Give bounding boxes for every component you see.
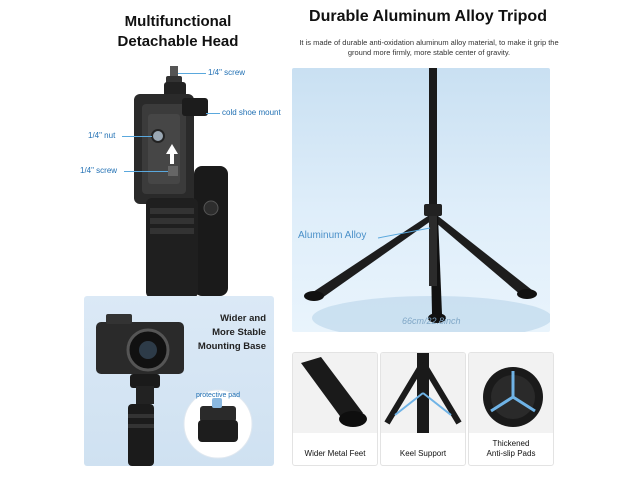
callout-line [178,73,206,74]
detachable-head-illustration [134,66,228,298]
remote-shutter [194,166,228,296]
arrow-up-icon [166,144,178,164]
span-measurement-label: 66cm/22.8inch [402,316,461,326]
callout-cold-shoe: cold shoe mount [222,108,281,117]
tripod-leg [428,216,532,296]
keel-support-image [381,353,465,433]
left-headline-line2: Detachable Head [117,33,239,50]
feature-caption: Wider Metal Feet [293,449,377,459]
metal-feet-image [293,353,377,433]
base-title-line3: Mounting Base [197,341,266,352]
tripod-panel: Aluminum Alloy 66cm/22.8inch [292,68,550,332]
cold-shoe-shape [182,98,208,116]
protective-pad-label: protective pad [196,392,240,399]
feature-caption: Thickened Anti-slip Pads [469,439,553,459]
feature-caption-line1: Keel Support [399,449,447,458]
feature-caption-line1: Wider Metal Feet [304,449,366,458]
mounting-base-panel: Wider and More Stable Mounting Base prot… [84,296,274,466]
anti-slip-pads-image [469,353,553,433]
left-headline-line1: Multifunctional [124,13,232,30]
tripod-illustration [304,68,550,332]
feature-caption-line2: Anti-slip Pads [486,449,536,458]
camera-on-base-illustration [96,314,253,466]
nut-shape [151,129,165,143]
right-description: It is made of durable anti-oxidation alu… [299,38,559,57]
feature-card-metal-feet: Wider Metal Feet [292,352,378,466]
callout-line [122,136,152,137]
top-screw-shape [170,66,178,78]
aluminum-alloy-label: Aluminum Alloy [298,230,367,241]
feature-card-keel-support: Keel Support [380,352,466,466]
feature-caption-line1: Thickened [492,439,530,448]
center-pole [429,68,437,208]
callout-line [206,113,220,114]
tripod-leg [310,216,438,298]
feature-card-anti-slip-pads: Thickened Anti-slip Pads [468,352,554,466]
feature-caption: Keel Support [381,449,465,459]
callout-line [124,171,168,172]
right-headline: Durable Aluminum Alloy Tripod [309,8,547,25]
callout-top-screw: 1/4" screw [208,68,246,77]
left-headline: Multifunctional Detachable Head [88,12,268,52]
callout-nut: 1/4" nut [88,131,116,140]
callout-bottom-screw: 1/4" screw [80,166,118,175]
mounting-base-title: Wider and More Stable Mounting Base [176,312,266,354]
base-title-line1: Wider and [220,313,266,324]
base-title-line2: More Stable [212,327,266,338]
